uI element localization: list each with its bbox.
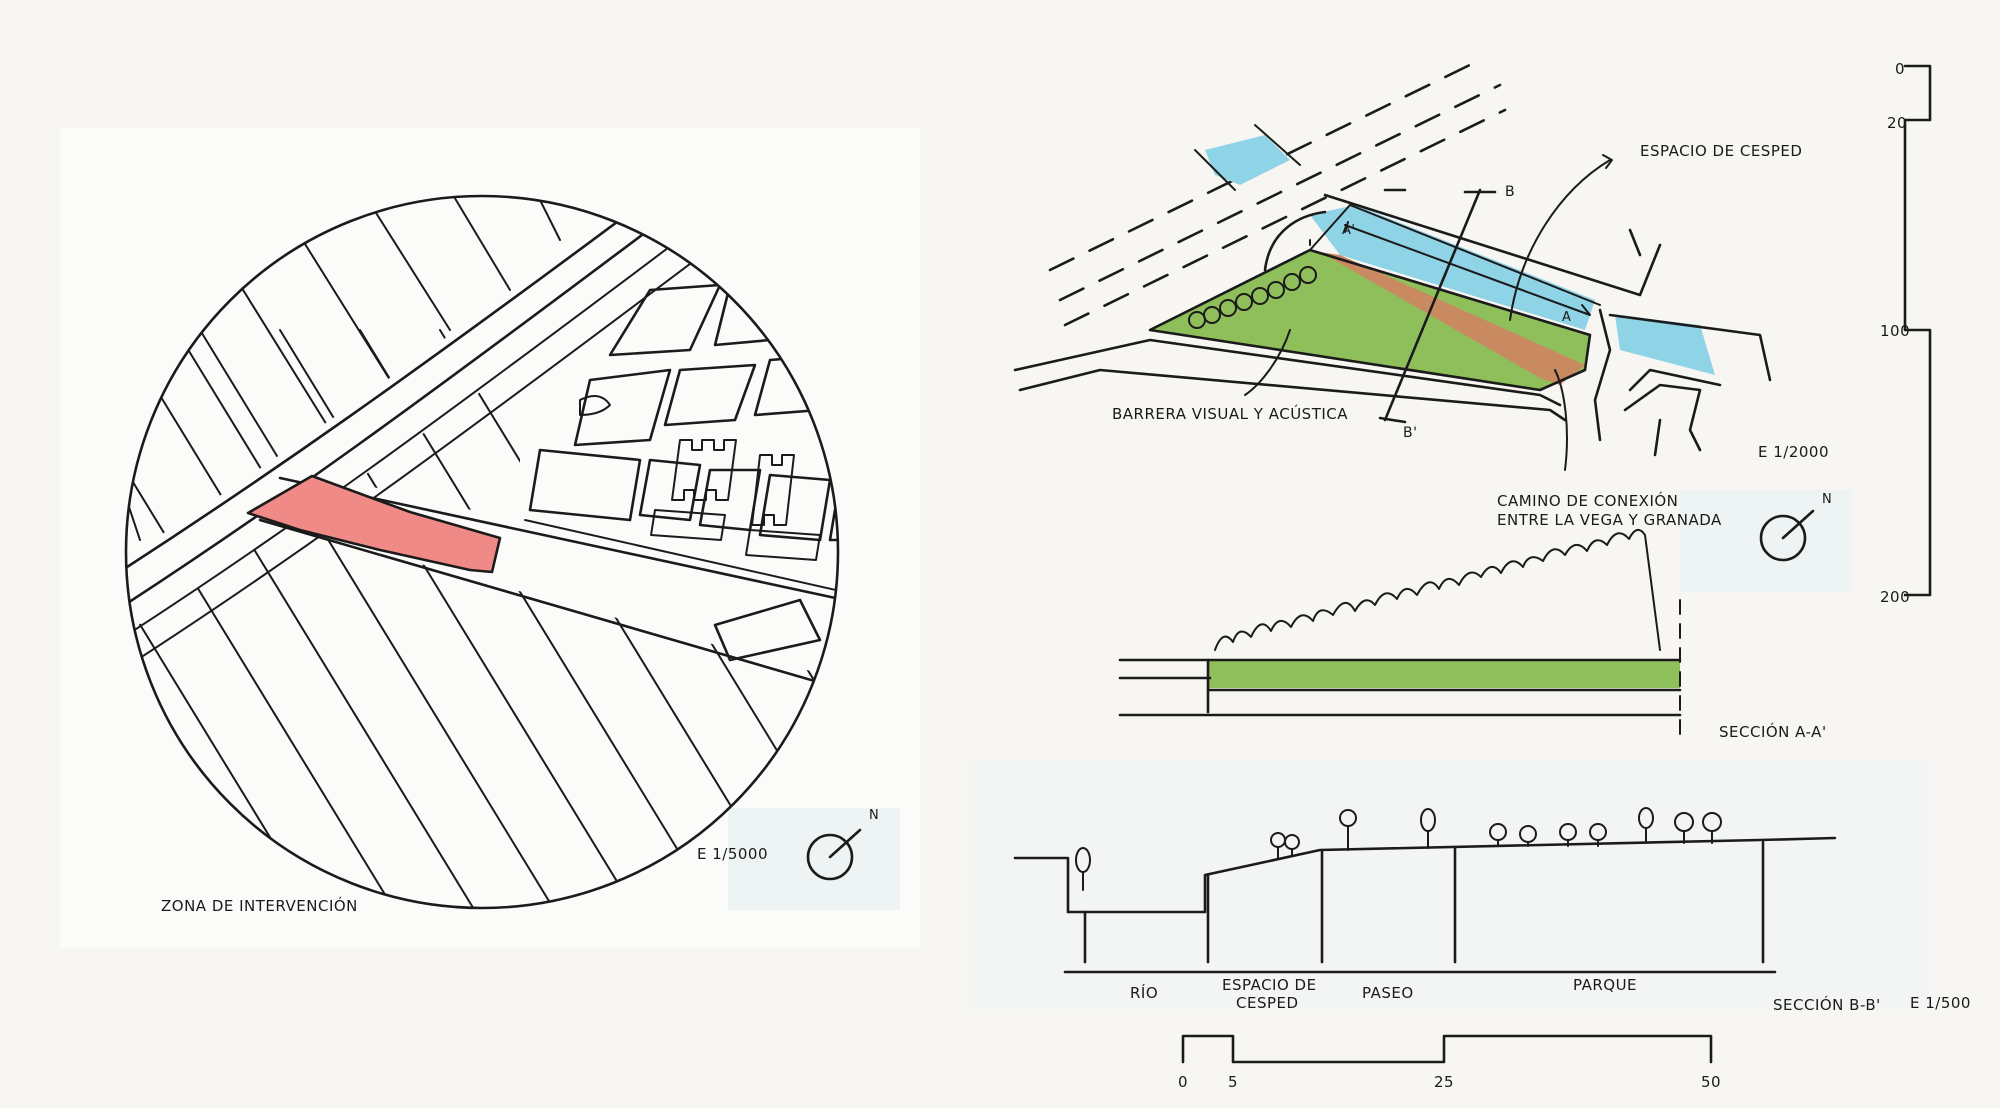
plan-scale-label: E 1/2000	[1758, 443, 1830, 461]
bar-scale-tick-0: 0	[1178, 1073, 1189, 1091]
north-panel-right	[1680, 490, 1852, 592]
vscale-tick-100: 100	[1880, 322, 1911, 340]
plan-circle-frame	[124, 194, 840, 910]
section-aa-title: SECCIÓN A-A'	[1719, 723, 1827, 741]
zone-label: ZONA DE INTERVENCIÓN	[161, 897, 358, 915]
zone-paseo: PASEO	[1362, 984, 1414, 1002]
north-panel-left	[728, 808, 900, 910]
section-aa-lawn-strip	[1208, 660, 1680, 688]
label-barrera: BARRERA VISUAL Y ACÚSTICA	[1112, 405, 1349, 423]
left-scale-label: E 1/5000	[697, 845, 769, 863]
north-arrow-left-icon	[806, 828, 862, 881]
section-bb-scale: E 1/500	[1910, 994, 1971, 1012]
intervention-zone-shape	[246, 474, 502, 574]
lawn-area-shape	[1150, 250, 1590, 390]
vscale-tick-20: 20	[1887, 114, 1908, 132]
zone-cesped-line1: ESPACIO DE	[1222, 976, 1317, 994]
section-bb-title: SECCIÓN B-B'	[1773, 996, 1881, 1014]
label-camino-line2: ENTRE LA VEGA Y GRANADA	[1497, 511, 1722, 529]
section-mark-a: A	[1562, 310, 1572, 325]
vscale-tick-200: 200	[1880, 588, 1911, 606]
zone-rio: RÍO	[1130, 984, 1159, 1002]
bar-scale-tick-50: 50	[1701, 1073, 1722, 1091]
vscale-tick-0: 0	[1895, 60, 1906, 78]
tree-row-icon	[1188, 266, 1317, 329]
section-mark-b-prime: B'	[1403, 425, 1418, 441]
right-north-letter: N	[1822, 492, 1833, 507]
section-bb-trees-icon	[1075, 807, 1722, 891]
label-cesped: ESPACIO DE CESPED	[1640, 142, 1803, 160]
north-arrow-right-icon	[1759, 509, 1815, 562]
zone-parque: PARQUE	[1573, 976, 1638, 994]
path-band-shape	[1320, 252, 1585, 385]
left-north-letter: N	[869, 808, 880, 823]
section-mark-a-prime: A'	[1342, 223, 1356, 238]
bar-scale-tick-5: 5	[1228, 1073, 1239, 1091]
section-bb-panel	[970, 760, 1930, 1010]
label-camino-line1: CAMINO DE CONEXIÓN	[1497, 492, 1679, 510]
zone-cesped-line2: CESPED	[1236, 994, 1299, 1012]
section-mark-b: B	[1505, 184, 1516, 200]
bar-scale-tick-25: 25	[1434, 1073, 1455, 1091]
